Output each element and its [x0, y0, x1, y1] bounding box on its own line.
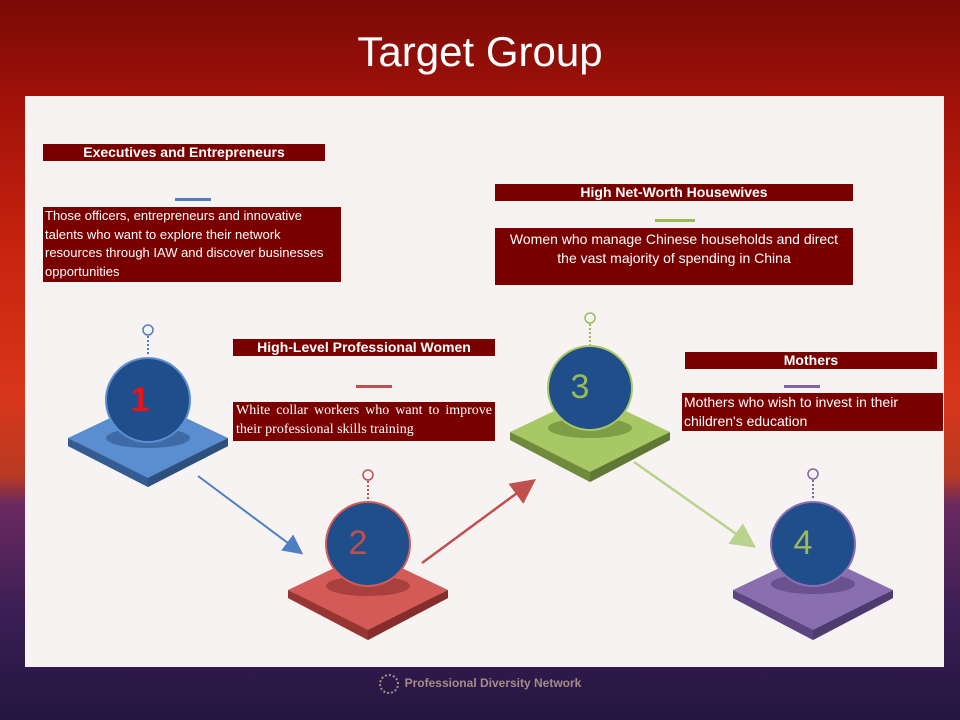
group-number-4: 4	[793, 524, 813, 562]
connector-circle-icon	[584, 312, 596, 324]
group-divider-4	[784, 385, 820, 388]
group-number-2: 2	[348, 524, 368, 562]
platform-1	[68, 324, 228, 487]
platform-3	[510, 312, 670, 482]
platform-2	[288, 469, 448, 640]
arrow-icon	[633, 460, 757, 548]
group-divider-3	[655, 219, 695, 222]
footer: Professional Diversity Network	[0, 674, 960, 694]
group-heading-2: High-Level Professional Women	[233, 339, 495, 356]
network-logo-icon	[378, 674, 399, 694]
slide-title: Target Group	[357, 28, 603, 75]
group-description-2: White collar workers who want to improve…	[233, 402, 495, 441]
platform-4	[733, 468, 893, 640]
connector-circle-icon	[807, 468, 819, 480]
group-heading-4: Mothers	[685, 352, 937, 369]
arrow-icon	[197, 475, 304, 555]
connector-circle-icon	[362, 469, 374, 481]
arrow-icon	[421, 479, 537, 565]
group-number-3: 3	[570, 368, 590, 406]
footer-text: Professional Diversity Network	[404, 676, 582, 691]
group-number-1: 1	[130, 381, 150, 419]
group-description-3: Women who manage Chinese households and …	[495, 228, 853, 285]
group-divider-1	[175, 198, 211, 201]
group-description-4: Mothers who wish to invest in their chil…	[682, 393, 943, 431]
group-heading-1: Executives and Entrepreneurs	[43, 144, 325, 161]
connector-circle-icon	[142, 324, 154, 336]
group-heading-3: High Net-Worth Housewives	[495, 184, 853, 201]
group-description-1: Those officers, entrepreneurs and innova…	[43, 207, 341, 282]
group-divider-2	[356, 385, 392, 388]
